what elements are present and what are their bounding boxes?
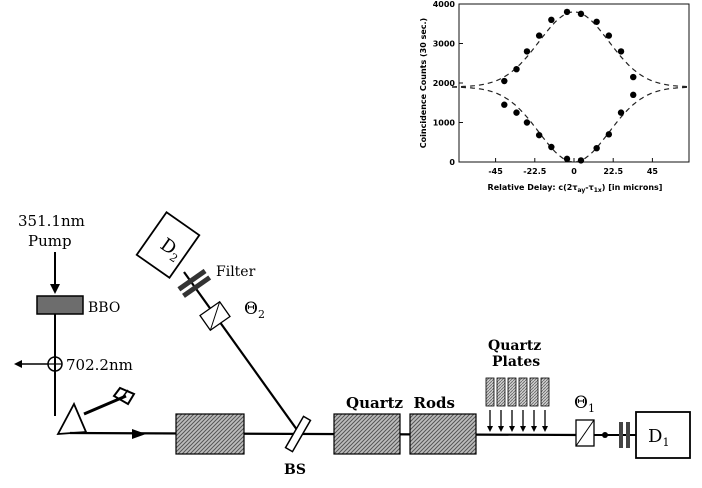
data-point-dip [617,109,625,116]
fit-curve-dip [452,86,690,163]
data-point-peak [577,10,585,18]
plate-arrowhead [531,426,537,432]
plate-arrowhead [520,426,526,432]
filter-d1-a [619,422,623,448]
beam-dump-fin [121,389,129,399]
pump-label-line2: Pump [28,232,72,250]
main-beam [69,431,583,437]
data-point-dip [513,109,520,116]
filter-label: Filter [216,264,256,280]
plate-arrowhead [542,426,548,432]
data-point-dip [563,155,571,163]
wavelength-label: 702.2nm [66,356,133,374]
delay-block [175,413,245,455]
data-point-peak [548,16,555,23]
quartz-plates-label-1: Quartz [488,338,541,354]
beam-to-d2 [183,271,301,435]
data-point-peak [501,77,508,85]
x-tick-label: 0 [571,167,577,176]
data-point-dip [593,144,600,152]
quartz-plate [507,377,517,407]
quartz-rod-2 [409,413,477,455]
quartz-rod-1 [333,413,401,455]
beamsplitter [284,415,312,453]
y-tick-label: 1000 [433,119,456,128]
polarizer-theta2 [199,300,231,332]
data-point-dip [535,131,543,139]
quartz-plate [529,377,539,407]
plate-arrowhead [509,426,515,432]
y-tick-label: 0 [449,158,455,167]
lens-dot [602,432,608,438]
data-point-peak [563,8,571,16]
optical-setup: 351.1nm Pump BBO 702.2nm BS [14,210,691,478]
data-point-dip [501,101,508,108]
data-point-dip [577,157,585,164]
data-point-peak [523,48,531,55]
polarizer-theta1 [575,419,595,447]
prism [56,401,88,436]
filter-d1-b [626,422,630,448]
data-point-peak [630,73,637,81]
theta2-label: Θ2 [244,299,265,321]
data-point-peak [535,32,543,39]
data-point-peak [605,32,613,39]
detector-d2: D2 [135,210,201,280]
pump-arrowhead [50,284,60,294]
data-point-dip [548,143,555,151]
bbo-label: BBO [88,300,120,316]
data-point-dip [523,119,531,126]
x-tick-label: 22.5 [603,167,623,176]
x-tick-label: -45 [488,167,503,176]
fit-curve-peak [452,11,690,88]
beamsplitter-label: BS [284,462,306,478]
data-point-peak [513,65,520,73]
theta1-label: Θ1 [574,393,595,415]
data-point-dip [630,91,637,99]
beam-dump-icon [112,386,136,406]
plate-arrowhead [487,426,493,432]
detector-d1 [635,411,691,459]
inset-chart: -45 -22.5 0 22.5 45 0 1000 2000 3000 4000 Coincid… [419,0,690,194]
data-point-dip [605,131,613,138]
chart-xlabel: Relative Delay: c(2τay-τ1x) [in microns] [488,183,663,194]
quartz-plate [485,377,495,407]
quartz-plate [540,377,550,407]
quartz-plates [485,377,550,432]
chart-ylabel: Coincidence Counts (30 sec.) [419,18,428,148]
y-tick-label: 4000 [433,0,456,9]
filter [177,268,212,298]
quartz-plate [496,377,506,407]
quartz-rods-label: Quartz Rods [346,394,455,412]
bbo-crystal [36,295,84,315]
quartz-plate [518,377,528,407]
x-tick-label: -22.5 [523,167,546,176]
y-tick-label: 2000 [433,79,456,88]
main-beam-arrowhead [132,429,146,439]
x-tick-label: 45 [647,167,659,176]
data-point-peak [593,18,600,25]
reject-arrowhead [14,360,22,368]
chart-frame [458,3,690,163]
chart-marks: -45 -22.5 0 22.5 45 0 1000 2000 3000 4000 [433,0,690,176]
pump-label-line1: 351.1nm [18,212,85,230]
d1-label: D1 [648,426,669,449]
y-tick-label: 3000 [433,40,456,49]
quartz-plates-label-2: Plates [492,354,540,370]
plate-arrowhead [498,426,504,432]
data-point-peak [617,48,625,55]
